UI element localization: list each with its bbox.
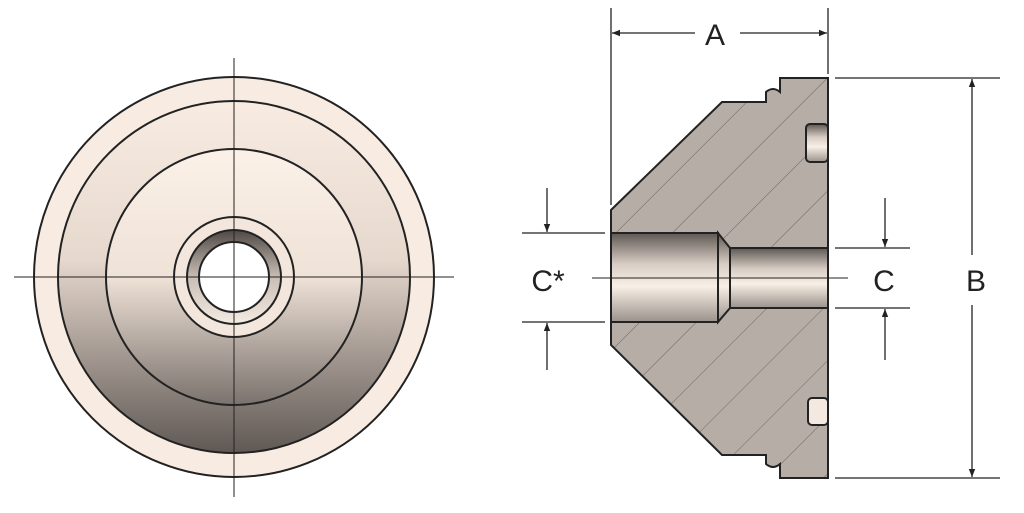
bottom-slot (807, 397, 829, 426)
dimensions (522, 8, 1000, 479)
front-view (14, 58, 454, 497)
dim-b-label: B (966, 265, 986, 298)
section-view (592, 77, 848, 479)
dim-a-label: A (705, 19, 725, 52)
top-slot (805, 123, 829, 163)
dim-c-label: C (873, 265, 895, 298)
dim-cstar-label: C* (531, 265, 565, 298)
